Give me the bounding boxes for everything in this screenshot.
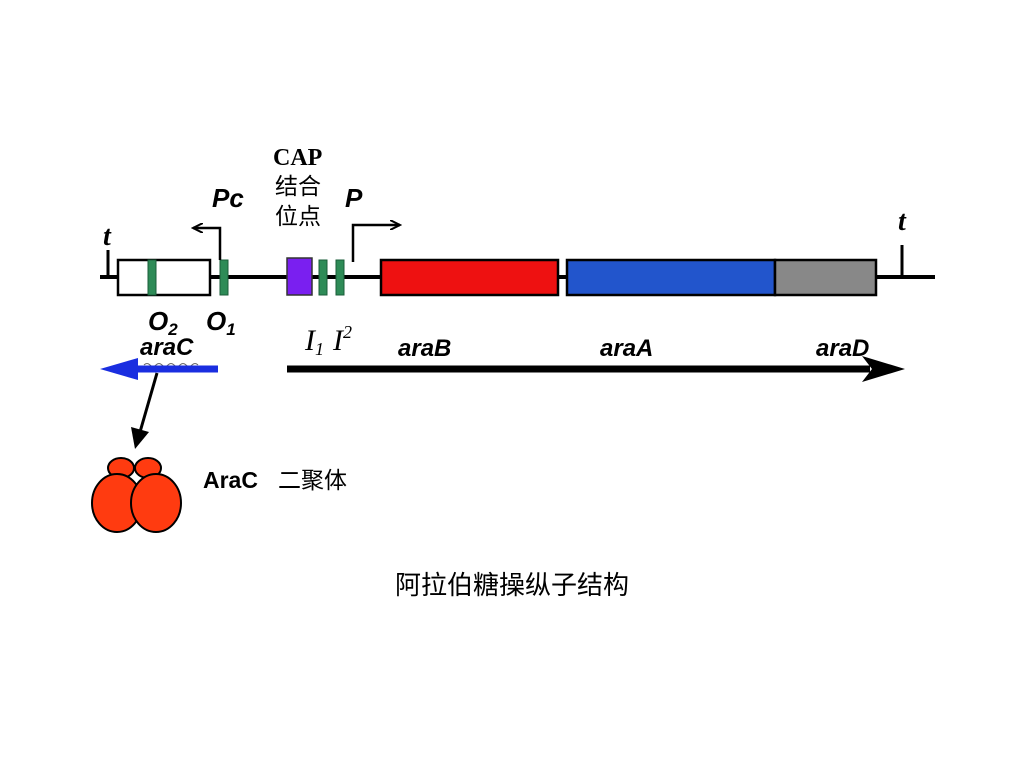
arac-dimer-icon bbox=[91, 457, 182, 533]
operator-o2 bbox=[147, 259, 157, 296]
cap-label-line2: 结合 bbox=[275, 174, 321, 200]
arac-protein-desc: 二聚体 bbox=[278, 468, 347, 494]
gene-arab-box bbox=[379, 258, 560, 297]
cap-label-line1: CAP bbox=[273, 145, 322, 171]
cap-label-line3: 位点 bbox=[275, 204, 321, 230]
arac-to-protein-arrowhead bbox=[131, 427, 149, 449]
cap-binding-box bbox=[286, 257, 313, 296]
pc-promoter-arrow bbox=[193, 228, 222, 260]
gene-arad-label: araD bbox=[816, 335, 869, 362]
operator-o1-label: O1 bbox=[206, 306, 236, 339]
arabad-transcript-head bbox=[862, 356, 905, 382]
arac-region-box bbox=[116, 258, 212, 297]
figure-caption: 阿拉伯糖操纵子结构 bbox=[395, 571, 629, 601]
terminator-left-label: t bbox=[103, 221, 112, 252]
initiator-i1 bbox=[318, 259, 328, 296]
arac-label: araC bbox=[140, 334, 194, 361]
initiator-i2-label: I2 bbox=[332, 322, 352, 357]
arac-transcript-head bbox=[100, 358, 138, 380]
arac-protein-name: AraC bbox=[203, 467, 258, 493]
arac-to-protein-arrow bbox=[138, 372, 159, 433]
operator-o1-subscript: 1 bbox=[226, 320, 235, 339]
initiator-i2 bbox=[335, 259, 345, 296]
pbad-promoter-arrow bbox=[351, 225, 400, 262]
pbad-promoter-label: P bbox=[345, 183, 363, 213]
initiator-i1-label: I1 bbox=[304, 324, 324, 359]
operator-o2-subscript: 2 bbox=[167, 320, 178, 339]
gene-arad-box bbox=[773, 258, 878, 297]
initiator-i1-subscript: 1 bbox=[315, 339, 324, 359]
initiator-i2-subscript: 2 bbox=[343, 322, 352, 342]
operator-o2-label: O2 bbox=[148, 306, 178, 339]
operator-o1 bbox=[219, 259, 229, 296]
gene-araa-label: araA bbox=[600, 335, 653, 362]
pc-promoter-label: Pc bbox=[212, 183, 244, 213]
terminator-right-label: t bbox=[898, 206, 907, 237]
gene-arab-label: araB bbox=[398, 335, 451, 362]
gene-araa-box bbox=[565, 258, 777, 297]
